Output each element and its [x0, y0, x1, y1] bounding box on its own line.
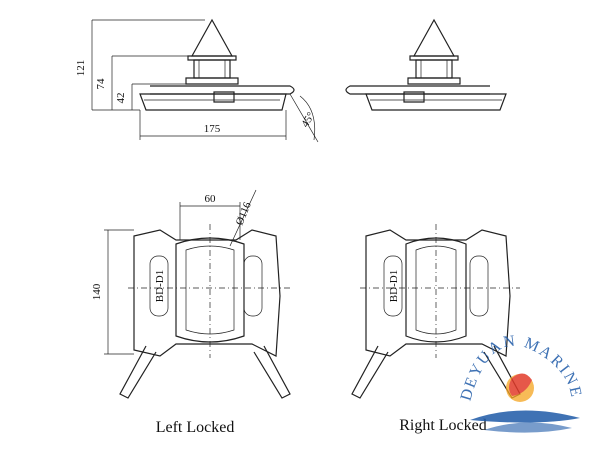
dims-plan: 60 Ø116 140 — [91, 189, 257, 355]
dim-center-spacing: 60 — [205, 193, 217, 205]
dim-diameter: Ø116 — [234, 200, 254, 227]
part-label-left: BD-D1 — [154, 270, 166, 302]
part-label-right: BD-D1 — [388, 270, 400, 302]
plan-left-locked: BD-D1 — [119, 224, 291, 399]
dim-width: 175 — [204, 123, 221, 135]
dim-overall-height: 121 — [75, 60, 87, 77]
logo-mark — [470, 373, 580, 433]
plan-right-locked: BD-D1 — [351, 224, 521, 399]
dims-elevation: 121 74 42 175 45° — [75, 19, 319, 143]
dim-low-height: 42 — [115, 93, 127, 104]
dim-mid-height: 74 — [95, 78, 107, 90]
caption-right-locked: Right Locked — [399, 417, 487, 434]
elevation-right-view — [345, 18, 507, 111]
dim-plan-height: 140 — [91, 283, 103, 300]
elevation-left-view — [139, 18, 295, 111]
caption-left-locked: Left Locked — [156, 419, 235, 436]
